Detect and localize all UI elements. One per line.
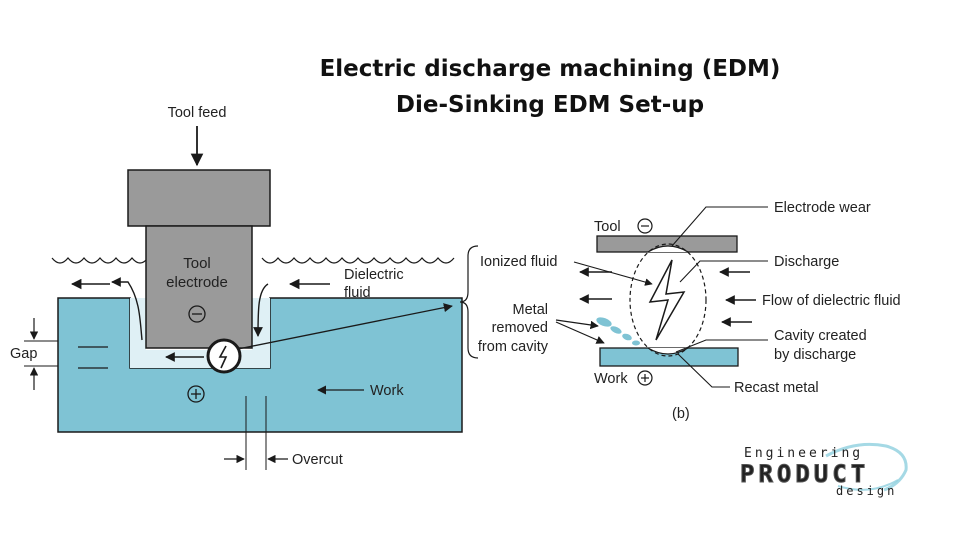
metal-removed-label-1: Metal [513,302,548,318]
detail-tool-label: Tool [594,219,621,235]
recast-metal-label: Recast metal [734,380,819,396]
diagram-subtitle: Die-Sinking EDM Set-up [395,92,705,118]
brace [459,245,479,359]
cavity-label-2: by discharge [774,347,856,363]
tool-electrode [145,225,253,349]
tool-electrode-label-2: electrode [166,274,228,291]
cavity-label-1: Cavity created [774,328,867,344]
metal-removed-label-3: from cavity [478,339,549,355]
work-label: Work [370,383,404,399]
negative-polarity-icon [188,305,206,323]
tool-feed-label: Tool feed [168,105,227,121]
tool-holder [127,169,271,227]
flow-arrow-down-right [253,283,269,337]
left-diagram: Tool feed Tool electrode Dielectric flui… [10,105,463,470]
logo: Engineering PRODUCT design [740,442,908,498]
metal-removed-label-2: removed [492,320,548,336]
dielectric-surface [51,257,455,264]
logo-line-1: Engineering [744,446,863,461]
overcut-label: Overcut [292,452,343,468]
caption-b: (b) [672,406,690,422]
gap-label: Gap [10,346,37,362]
spark-zone [206,338,242,374]
positive-polarity-icon [187,385,205,403]
dielectric-label-2: fluid [344,285,371,301]
discharge-bolt-icon [648,259,686,341]
detail-work-label: Work [594,371,628,387]
logo-line-2: PRODUCT [740,460,869,488]
logo-line-3: design [836,484,897,498]
right-diagram: Tool Work Ionized fluid Me [459,200,901,422]
diagram-title: Electric discharge machining (EDM) [319,56,781,82]
tool-electrode-label-1: Tool [183,255,211,272]
spark-icon [218,345,228,369]
dielectric-label-1: Dielectric [344,267,404,283]
discharge-label: Discharge [774,254,839,270]
flow-arrow-up-left [111,277,143,341]
ionized-zone [629,243,707,357]
electrode-wear-label: Electrode wear [774,200,871,216]
flow-label: Flow of dielectric fluid [762,293,901,309]
detail-leader [237,303,453,350]
ionized-fluid-label: Ionized fluid [480,254,557,270]
